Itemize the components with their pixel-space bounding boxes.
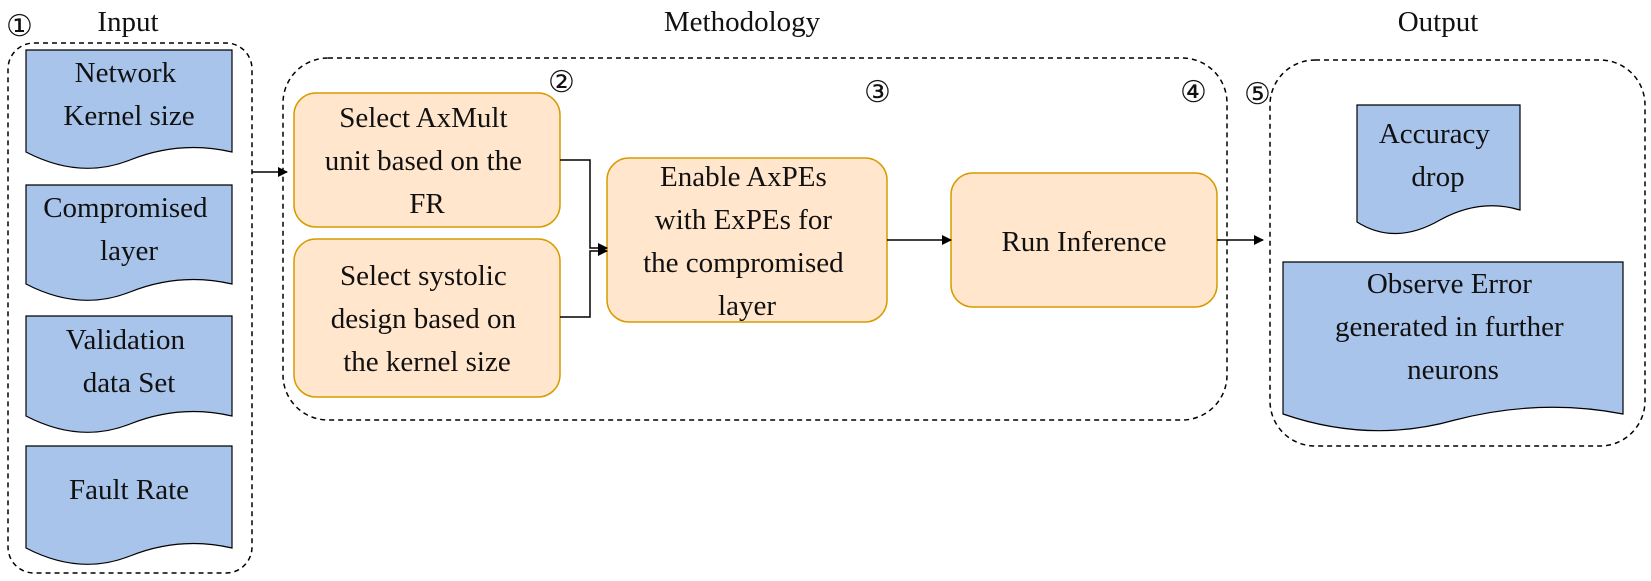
input-doc-network-kernel-label: Network Kernel size xyxy=(63,57,194,132)
step-select-systolic-box xyxy=(293,238,561,398)
output-doc-observe-error-shape xyxy=(1282,261,1624,432)
input-group xyxy=(7,42,253,574)
input-doc-validation-data-shape xyxy=(25,315,233,433)
methodology-header: Methodology xyxy=(664,6,821,38)
marker-5: ⑤ xyxy=(1244,78,1271,111)
marker-4: ④ xyxy=(1180,76,1207,109)
output-header: Output xyxy=(1398,6,1479,38)
step-select-systolic-label: Select systolic design based on the kern… xyxy=(331,260,524,378)
input-doc-compromised-layer-shape xyxy=(25,184,233,301)
step-run-inference-label: Run Inference xyxy=(1001,226,1166,258)
connector-systolic-to-enable xyxy=(560,246,608,318)
output-doc-accuracy-drop-shape xyxy=(1356,104,1521,235)
output-doc-accuracy-drop-label: Accuracy drop xyxy=(1379,118,1497,193)
input-doc-network-kernel-shape xyxy=(25,49,233,169)
marker-3: ③ xyxy=(864,76,891,109)
marker-1: ① xyxy=(6,10,33,43)
output-group xyxy=(1269,59,1646,447)
connector-axmult-to-enable xyxy=(560,159,608,253)
input-doc-fault-rate-label: Fault Rate xyxy=(69,474,189,506)
step-select-axmult-label: Select AxMult unit based on the FR xyxy=(325,102,530,220)
input-doc-compromised-layer-label: Compromised layer xyxy=(43,192,215,267)
input-header: Input xyxy=(97,6,158,38)
step-enable-axpes-label: Enable AxPEs with ExPEs for the compromi… xyxy=(643,161,851,322)
methodology-group xyxy=(282,57,1228,421)
marker-2: ② xyxy=(548,66,575,99)
output-doc-observe-error-label: Observe Error generated in further neuro… xyxy=(1335,268,1571,386)
input-doc-fault-rate-shape xyxy=(25,445,233,565)
input-doc-validation-data-label: Validation data Set xyxy=(66,324,192,399)
